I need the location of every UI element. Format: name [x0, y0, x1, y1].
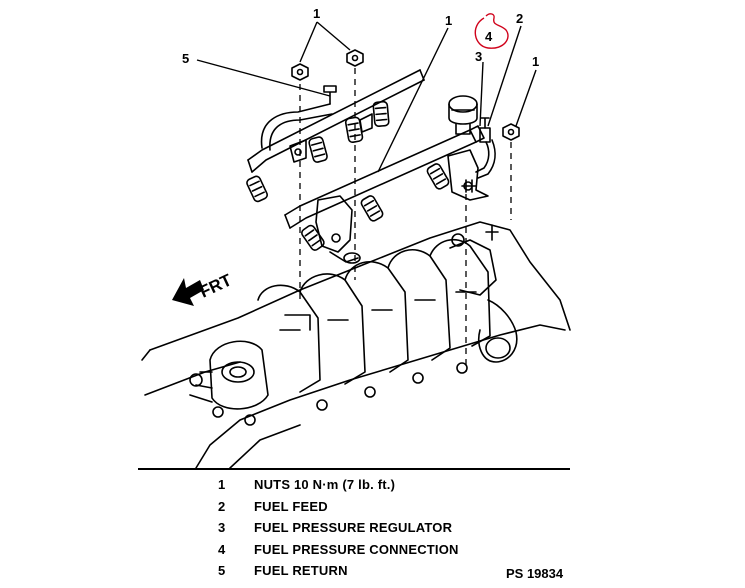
legend-number: 1 — [218, 477, 226, 493]
legend-label: FUEL FEED — [254, 498, 328, 514]
fuel-rail-right — [284, 125, 485, 229]
engine-fuel-rail-diagram: 1 1 1 2 3 4 5 FRT — [141, 6, 571, 469]
stud-alignment-lines — [299, 68, 512, 372]
legend: 1 NUTS 10 N·m (7 lb. ft.) 2 FUEL FEED 3 … — [218, 474, 578, 582]
fuel-injectors-left — [246, 100, 390, 203]
fuel-injectors-right — [301, 163, 450, 251]
legend-label: FUEL RETURN — [254, 563, 348, 579]
legend-number: 3 — [218, 520, 226, 536]
nut-left-1 — [291, 63, 309, 81]
rail-bracket-front — [315, 195, 361, 264]
front-direction-arrow: FRT — [172, 270, 235, 306]
legend-number: 5 — [218, 563, 226, 579]
legend-divider — [138, 468, 570, 470]
legend-item: 1 NUTS 10 N·m (7 lb. ft.) — [218, 474, 578, 496]
callout-2: 2 — [516, 11, 523, 26]
front-direction-label: FRT — [197, 270, 236, 301]
annotation-circle — [474, 13, 509, 49]
nut-left-2 — [346, 49, 364, 67]
callout-1-right: 1 — [532, 54, 539, 69]
legend-number: 4 — [218, 541, 226, 557]
legend-item: 5 FUEL RETURN — [218, 560, 578, 582]
legend-label: FUEL PRESSURE REGULATOR — [254, 520, 453, 536]
fuel-pressure-regulator — [448, 95, 478, 135]
callout-1-top: 1 — [313, 6, 320, 21]
callout-5: 5 — [182, 51, 189, 66]
legend-label: FUEL PRESSURE CONNECTION — [254, 541, 459, 557]
reference-code: PS 19834 — [506, 566, 564, 581]
nut-right — [502, 123, 520, 141]
callout-4: 4 — [485, 29, 493, 44]
fuel-pressure-connection — [479, 117, 491, 143]
legend-item: 2 FUEL FEED — [218, 496, 578, 518]
callout-3: 3 — [475, 49, 482, 64]
legend-item: 4 FUEL PRESSURE CONNECTION — [218, 539, 578, 561]
fuel-rail-left — [247, 69, 425, 173]
intake-manifold — [141, 221, 571, 469]
callout-leaders — [196, 21, 537, 173]
stud-rear — [461, 179, 477, 193]
legend-item: 3 FUEL PRESSURE REGULATOR — [218, 517, 578, 539]
fuel-feed-line — [475, 139, 496, 179]
rail-bracket-rear — [447, 149, 489, 201]
legend-number: 2 — [218, 498, 226, 514]
legend-label: NUTS 10 N·m (7 lb. ft.) — [254, 477, 396, 493]
callout-1-center: 1 — [445, 13, 452, 28]
